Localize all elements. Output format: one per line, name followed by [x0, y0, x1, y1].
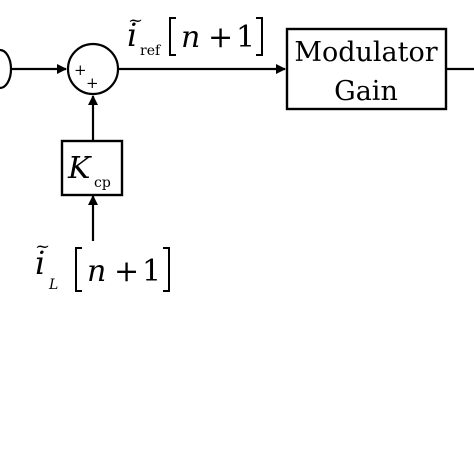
meas-bracket-right — [163, 247, 170, 292]
ref-accent: ~ — [128, 10, 143, 31]
meas-subscript: L — [48, 277, 58, 293]
reference-signal-label: ~ i ref n + 1 — [127, 10, 263, 59]
sum-sign-left: + — [74, 61, 87, 79]
ref-subscript: ref — [140, 43, 162, 59]
sum-sign-bottom: + — [86, 74, 99, 92]
meas-bracket-left — [75, 247, 82, 292]
ref-bracket-left — [169, 17, 176, 56]
meas-symbol: i — [35, 244, 45, 282]
measured-signal-label: ~ i L n + 1 — [35, 236, 170, 293]
kcp-symbol: K — [67, 151, 92, 186]
meas-index-var: n — [87, 254, 106, 289]
modulator-label-line2: Gain — [334, 76, 398, 107]
ref-bracket-right — [256, 17, 263, 56]
meas-accent: ~ — [35, 236, 50, 257]
ref-index-op: + — [208, 20, 233, 55]
kcp-gain-block — [60, 139, 124, 197]
modulator-label-line1: Modulator — [294, 37, 437, 68]
meas-index-op: + — [114, 254, 139, 289]
ref-index-num: 1 — [236, 20, 255, 55]
left-partial-block — [0, 48, 13, 90]
kcp-subscript: cp — [94, 175, 111, 191]
ref-symbol: i — [127, 16, 137, 54]
meas-index-num: 1 — [142, 254, 161, 289]
ref-index-var: n — [181, 20, 200, 55]
